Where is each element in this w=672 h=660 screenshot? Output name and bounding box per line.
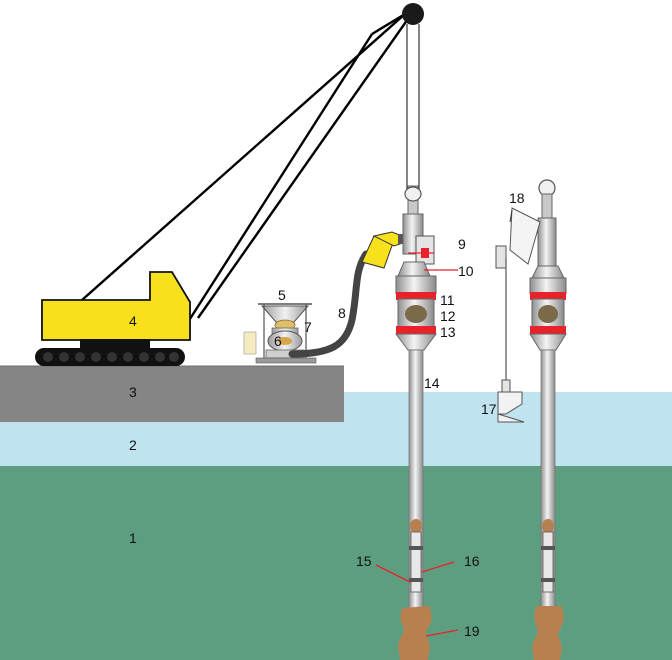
vibro-unit-right xyxy=(495,179,567,611)
label-16: 16 xyxy=(464,553,480,569)
seabed-layer xyxy=(0,466,672,660)
label-13: 13 xyxy=(440,324,456,340)
sampling-device xyxy=(497,379,525,423)
label-8: 8 xyxy=(338,305,346,321)
label-17: 17 xyxy=(481,401,497,417)
sheave-pulley xyxy=(402,3,424,25)
vibro-unit-left xyxy=(395,185,437,621)
crane xyxy=(35,271,191,366)
label-7: 7 xyxy=(304,319,312,335)
stone-column-left xyxy=(398,606,432,660)
stone-column-right xyxy=(532,606,564,660)
label-3: 3 xyxy=(129,384,137,400)
label-1: 1 xyxy=(129,530,137,546)
hoist-cable xyxy=(406,24,420,192)
label-11: 11 xyxy=(440,292,455,308)
label-15: 15 xyxy=(356,553,372,569)
hopper-station xyxy=(243,303,317,364)
label-14: 14 xyxy=(424,375,440,391)
label-5: 5 xyxy=(278,287,286,303)
label-10: 10 xyxy=(458,263,474,279)
label-19: 19 xyxy=(464,623,480,639)
label-9: 9 xyxy=(458,236,466,252)
delivery-hose xyxy=(288,250,370,358)
label-6: 6 xyxy=(274,333,282,349)
label-12: 12 xyxy=(440,308,456,324)
label-18: 18 xyxy=(509,190,525,206)
label-2: 2 xyxy=(129,437,137,453)
crane-boom xyxy=(81,12,411,323)
label-4: 4 xyxy=(129,313,137,329)
quay-platform xyxy=(0,366,344,422)
leader-lines xyxy=(375,252,459,637)
